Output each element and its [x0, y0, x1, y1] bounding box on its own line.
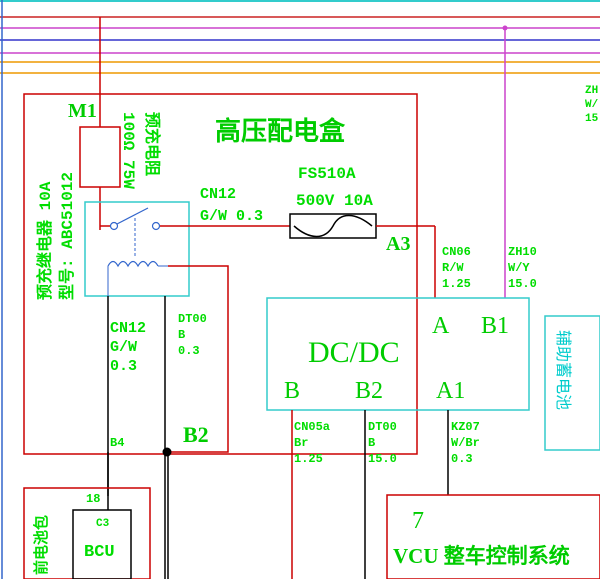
- kz07-id: KZ07: [451, 420, 480, 434]
- vcu-box: [386, 494, 600, 579]
- cn05a-gauge: 1.25: [294, 452, 323, 466]
- cn12-bottom-id: CN12: [110, 320, 146, 337]
- battery-pack-box: [23, 487, 151, 579]
- bcu-box: [72, 509, 132, 579]
- dcdc-box: [266, 297, 530, 411]
- bcu-label: BCU: [84, 543, 115, 562]
- cn12-top-spec: G/W 0.3: [200, 208, 263, 225]
- vcu-label: VCU 整车控制系统: [393, 544, 570, 568]
- dt00-left-color: B: [178, 328, 185, 342]
- resistor-spec: 100Ω 75W: [119, 112, 137, 189]
- relay-switch-arm: [116, 207, 149, 225]
- cn05a-id: CN05a: [294, 420, 330, 434]
- magenta-junction: [502, 25, 508, 31]
- dcdc-pin-b1: B1: [481, 313, 509, 339]
- dcdc-pin-a: A: [432, 313, 450, 339]
- cn06-color: R/W: [442, 261, 464, 275]
- m1-label: M1: [68, 100, 97, 122]
- relay-label: 预充继电器 10A: [35, 181, 55, 300]
- kz07-gauge: 0.3: [451, 452, 473, 466]
- relay-contact-left: [109, 221, 119, 231]
- cn05a-color: Br: [294, 436, 308, 450]
- dt00-right-gauge: 15.0: [368, 452, 397, 466]
- precharge-resistor: [79, 126, 121, 188]
- vcu-num: 7: [412, 508, 424, 534]
- dcdc-pin-a1: A1: [436, 378, 465, 404]
- dcdc-title: DC/DC: [308, 336, 400, 369]
- dt00-left-id: DT00: [178, 312, 207, 326]
- a3-label: A3: [386, 233, 410, 255]
- battery-pin: 18: [86, 492, 100, 506]
- dcdc-pin-b: B: [284, 378, 300, 404]
- relay-model: 型号: ABC51012: [58, 172, 77, 300]
- battery-pack-label: 前电池包: [32, 515, 51, 575]
- red-wire-coil-return: [165, 265, 229, 453]
- fuse-spec: 500V 10A: [296, 192, 373, 210]
- zh-partial-3: 15.: [585, 113, 600, 125]
- aux-battery-label: 辅助蓄电池: [553, 330, 572, 410]
- hv-box-title: 高压配电盒: [215, 116, 346, 146]
- cn06-gauge: 1.25: [442, 277, 471, 291]
- aux-battery-box: [544, 315, 600, 451]
- bcu-conn: C3: [96, 518, 110, 530]
- zh10-gauge: 15.0: [508, 277, 537, 291]
- fuse-name: FS510A: [298, 165, 356, 183]
- kz07-color: W/Br: [451, 436, 480, 450]
- cn12-bottom-gauge: 0.3: [110, 358, 137, 375]
- fuse-element: [293, 214, 373, 238]
- relay-coil: [107, 260, 159, 268]
- hv-distribution-box: [23, 93, 418, 455]
- zh10-color: W/Y: [508, 261, 530, 275]
- dt00-right-id: DT00: [368, 420, 397, 434]
- cn06-id: CN06: [442, 245, 471, 259]
- dcdc-pin-b2: B2: [355, 378, 383, 404]
- zh-partial-2: W/: [585, 99, 599, 111]
- relay-box: [84, 201, 190, 297]
- zh-partial-1: ZH: [585, 85, 598, 97]
- top-bus-lines: [0, 0, 600, 74]
- junction-b2: [162, 447, 172, 457]
- dt00-left-gauge: 0.3: [178, 344, 200, 358]
- b2-label: B2: [183, 422, 209, 447]
- dt00-right-color: B: [368, 436, 375, 450]
- zh10-id: ZH10: [508, 245, 537, 259]
- resistor-label: 预充电阻: [142, 112, 162, 176]
- cn12-bottom-color: G/W: [110, 339, 137, 356]
- b4-label: B4: [110, 436, 124, 450]
- relay-contact-right: [151, 221, 161, 231]
- cn12-top-id: CN12: [200, 186, 236, 203]
